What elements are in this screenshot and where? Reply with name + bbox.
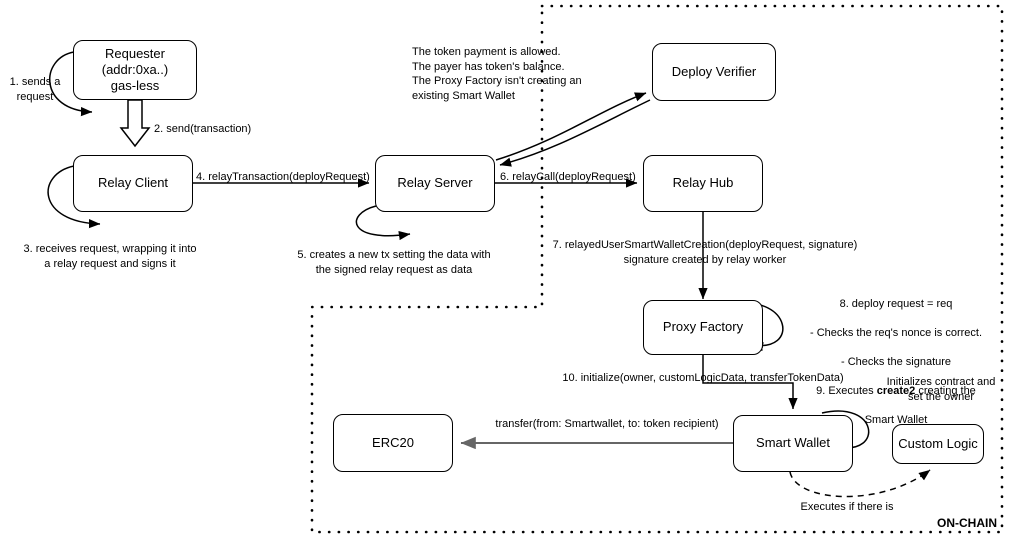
label-step-9-line-2: Smart Wallet bbox=[864, 413, 928, 426]
node-erc20[interactable]: ERC20 bbox=[333, 414, 453, 472]
label-step-7: 7. relayedUserSmartWalletCreation(deploy… bbox=[552, 239, 858, 266]
node-relay-server-label: Relay Server bbox=[397, 175, 473, 191]
label-step-8-line-3: - Checks the signature bbox=[840, 355, 952, 368]
node-relay-client-label: Relay Client bbox=[97, 175, 169, 191]
label-on-chain: ON-CHAIN bbox=[937, 516, 997, 530]
node-relay-hub-label: Relay Hub bbox=[672, 175, 734, 191]
label-step-2: 2. send(transaction) bbox=[154, 123, 252, 135]
node-smart-wallet-label: Smart Wallet bbox=[756, 435, 830, 451]
label-step-9-line-1: 9. Executes create2 creating the bbox=[790, 384, 1002, 399]
connector-requester-self bbox=[49, 51, 93, 117]
connector-relay-client-self bbox=[47, 165, 101, 229]
label-step-1: 1. sends a request bbox=[9, 76, 61, 103]
node-relay-client[interactable]: Relay Client bbox=[73, 155, 193, 212]
node-erc20-label: ERC20 bbox=[372, 434, 414, 450]
node-relay-server[interactable]: Relay Server bbox=[375, 155, 495, 212]
node-requester-label: Requester (addr:0xa..) gas-less bbox=[101, 45, 169, 94]
node-proxy-factory[interactable]: Proxy Factory bbox=[643, 300, 763, 355]
connector-requester-to-relay-client bbox=[119, 99, 151, 148]
step-9-prefix: 9. Executes bbox=[816, 384, 877, 397]
node-custom-logic[interactable]: Custom Logic bbox=[892, 424, 984, 464]
node-deploy-verifier[interactable]: Deploy Verifier bbox=[652, 43, 776, 101]
step-9-suffix: creating the bbox=[915, 384, 976, 397]
node-smart-wallet[interactable]: Smart Wallet bbox=[733, 415, 853, 472]
label-deploy-verifier-checks: The token payment is allowed. The payer … bbox=[412, 46, 582, 102]
label-step-8-line-1: 8. deploy request = req bbox=[839, 297, 953, 310]
node-custom-logic-label: Custom Logic bbox=[898, 435, 978, 451]
label-step-5: 5. creates a new tx setting the data wit… bbox=[297, 249, 491, 276]
node-deploy-verifier-label: Deploy Verifier bbox=[671, 63, 757, 79]
node-proxy-factory-label: Proxy Factory bbox=[662, 319, 744, 335]
label-step-6: 6. relayCall(deployRequest) bbox=[500, 171, 636, 183]
node-requester[interactable]: Requester (addr:0xa..) gas-less bbox=[73, 40, 197, 100]
label-transfer: transfer(from: Smartwallet, to: token re… bbox=[495, 418, 719, 430]
label-initializes-contract: Initializes contract and set the owner bbox=[886, 376, 996, 403]
label-step-4: 4. relayTransaction(deployRequest) bbox=[196, 171, 370, 183]
step-9-create2: create2 bbox=[876, 384, 916, 397]
connector-relay-server-to-deploy-verifier bbox=[495, 92, 647, 161]
label-step-8-line-2: - Checks the req's nonce is correct. bbox=[809, 326, 983, 339]
connector-smart-wallet-to-custom-logic bbox=[789, 469, 931, 498]
node-relay-hub[interactable]: Relay Hub bbox=[643, 155, 763, 212]
connector-proxy-factory-to-smart-wallet bbox=[702, 354, 798, 410]
label-executes-if-there-is: Executes if there is bbox=[800, 501, 894, 513]
label-verifier-checks-step-8-9: 8. deploy request = req - Checks the req… bbox=[790, 282, 1002, 442]
label-step-3: 3. receives request, wrapping it into a … bbox=[23, 243, 197, 270]
connector-relay-server-self bbox=[355, 205, 411, 241]
connector-deploy-verifier-to-relay-server bbox=[499, 99, 651, 167]
label-step-10: 10. initialize(owner, customLogicData, t… bbox=[562, 372, 844, 384]
